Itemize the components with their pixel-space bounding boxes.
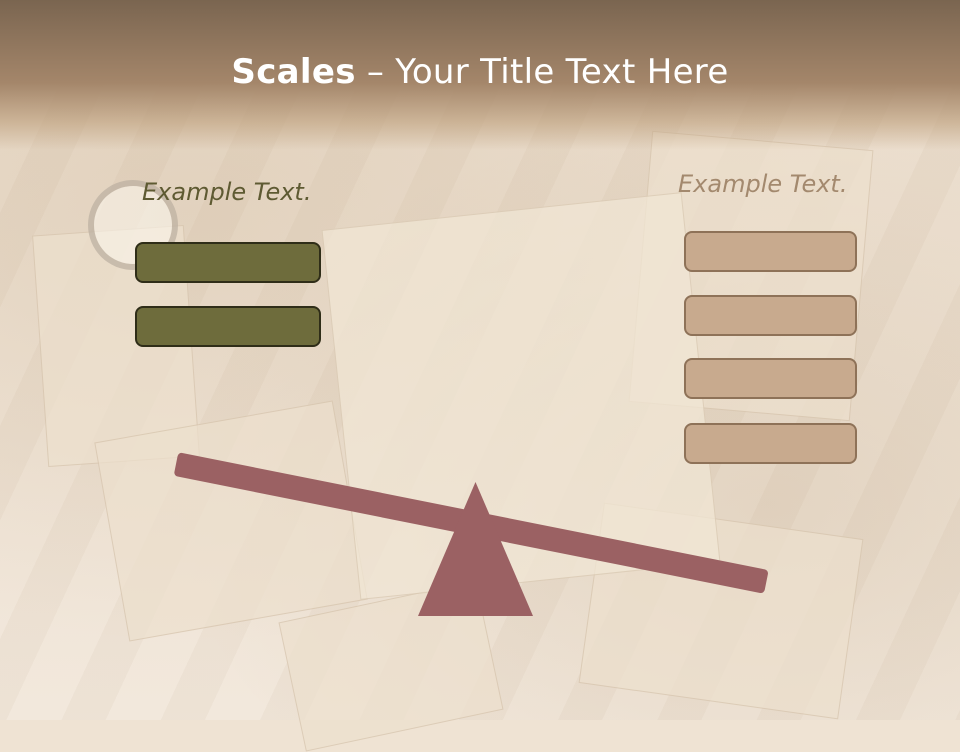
- fulcrum-shape: [418, 482, 533, 616]
- slide-title[interactable]: Scales – Your Title Text Here: [0, 52, 960, 92]
- left-text-box-1[interactable]: [135, 242, 321, 283]
- right-text-box-1[interactable]: [684, 231, 857, 272]
- left-heading[interactable]: Example Text.: [142, 178, 312, 206]
- title-rest: – Your Title Text Here: [355, 52, 729, 92]
- title-strong: Scales: [231, 52, 356, 92]
- right-text-box-3[interactable]: [684, 358, 857, 399]
- right-heading[interactable]: Example Text.: [678, 170, 848, 198]
- title-banner: [0, 0, 960, 150]
- vintage-postcard: [94, 400, 368, 642]
- right-text-box-2[interactable]: [684, 295, 857, 336]
- fulcrum-triangle[interactable]: [418, 482, 533, 616]
- right-text-box-4[interactable]: [684, 423, 857, 464]
- left-text-box-2[interactable]: [135, 306, 321, 347]
